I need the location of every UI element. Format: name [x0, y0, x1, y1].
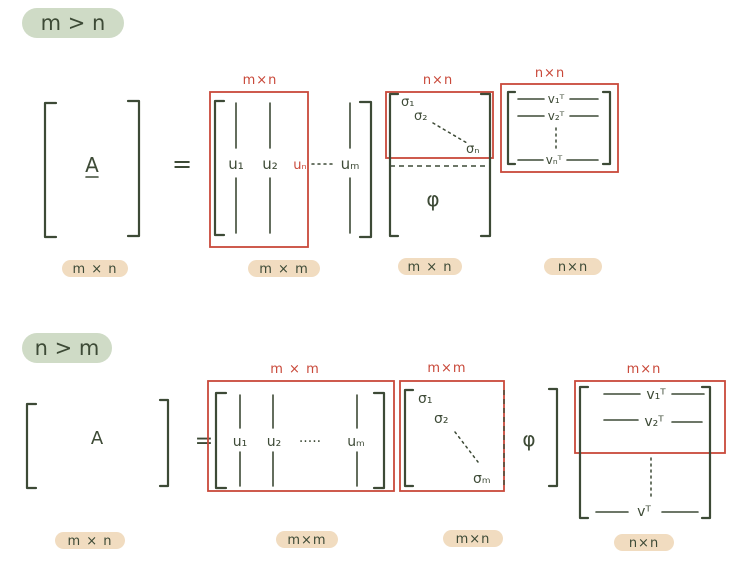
case2-u-col-m: uₘ — [347, 434, 365, 450]
case1-matrix-u: m×n u₁ u₂ uₙ uₘ — [209, 73, 373, 248]
case1-vt-redbox — [500, 83, 619, 173]
case2-dim-pill-u — [276, 531, 338, 548]
case1-sigma-redbox — [385, 91, 494, 159]
case1-u-redbox — [209, 91, 309, 248]
case2-equals: = — [195, 429, 213, 454]
case1-heading-pill — [22, 8, 124, 38]
case2-vt-box-label: m×n — [627, 362, 662, 377]
case1-dim-pill-sigma — [398, 258, 462, 275]
case2-matrix-sigma: m×m σ₁ σ₂ σₘ φ — [399, 361, 559, 492]
case2-dim-vt: n×n — [629, 536, 659, 551]
case2-matrix-a: A — [25, 398, 170, 490]
case2-dim-sigma: m×n — [456, 532, 491, 547]
case1-sigma-box-label: n×n — [423, 73, 453, 88]
case1-matrix-vt: n×n v₁ᵀ v₂ᵀ vₙᵀ — [500, 66, 619, 173]
case1-dim-u: m × m — [259, 262, 308, 277]
case2-vt-row-1: v₁ᵀ — [646, 387, 666, 403]
case1-a-label: A — [85, 153, 99, 177]
case1-section: m > n A = m×n u₁ u₂ uₙ uₘ — [22, 8, 619, 277]
case1-vt-row-2: v₂ᵀ — [548, 109, 565, 123]
case1-u-box-label: m×n — [243, 73, 278, 88]
case2-sigma-m: σₘ — [473, 471, 491, 487]
case1-heading: m > n — [41, 11, 106, 35]
case2-u-box-label: m × m — [270, 362, 319, 377]
case1-dim-pill-u — [248, 260, 320, 277]
case2-dim-pill-sigma — [443, 530, 503, 547]
case2-matrix-vt: m×n v₁ᵀ v₂ᵀ vᵀ — [574, 362, 726, 520]
case2-heading-pill — [22, 333, 112, 363]
case1-dimension-tags: m × n m × m m × n n×n — [62, 258, 602, 277]
case1-dim-sigma: m × n — [407, 260, 452, 275]
case2-heading: n > m — [35, 336, 100, 360]
case1-vt-box-label: n×n — [535, 66, 565, 81]
case2-dimension-tags: m × n m×m m×n n×n — [55, 530, 674, 551]
case1-u-col-n: uₙ — [293, 158, 306, 173]
case1-u-col-1: u₁ — [228, 155, 244, 173]
case1-vt-row-1: v₁ᵀ — [548, 92, 565, 106]
case1-sigma-n: σₙ — [466, 142, 479, 157]
case2-dim-u: m×m — [287, 533, 326, 548]
case1-sigma-2: σ₂ — [414, 109, 427, 124]
case1-dim-pill-vt — [544, 258, 602, 275]
case2-vt-redbox — [574, 380, 726, 454]
case2-u-ellipsis: ····· — [299, 434, 321, 450]
case1-matrix-sigma: n×n σ₁ σ₂ σₙ φ — [385, 73, 494, 238]
case1-dim-pill-a — [62, 260, 128, 277]
case2-section: n > m A = m × m u₁ u₂ ····· uₘ m× — [22, 333, 726, 551]
case2-vt-row-n: vᵀ — [637, 504, 651, 520]
case2-matrix-u: m × m u₁ u₂ ····· uₘ — [207, 362, 395, 492]
case1-matrix-a: A — [43, 99, 141, 239]
case2-zero-block: φ — [522, 427, 535, 451]
case1-dim-vt: n×n — [558, 260, 588, 275]
case2-sigma-2: σ₂ — [434, 411, 449, 427]
case2-dim-a: m × n — [67, 534, 112, 549]
case1-vt-row-n: vₙᵀ — [546, 153, 563, 167]
case2-a-label: A — [91, 428, 104, 449]
case2-u-col-2: u₂ — [267, 434, 282, 450]
case1-dim-a: m × n — [72, 262, 117, 277]
case1-u-col-2: u₂ — [262, 155, 278, 173]
case1-zero-block: φ — [426, 187, 439, 211]
case2-vt-row-2: v₂ᵀ — [644, 414, 664, 430]
case1-equals: = — [172, 150, 192, 178]
case2-dim-pill-vt — [614, 534, 674, 551]
case2-u-redbox — [207, 380, 395, 492]
case1-sigma-1: σ₁ — [401, 95, 414, 110]
case2-sigma-box-label: m×m — [427, 361, 466, 376]
case2-dim-pill-a — [55, 532, 125, 549]
case1-u-col-m: uₘ — [341, 155, 360, 173]
case2-sigma-1: σ₁ — [418, 391, 433, 407]
case2-u-col-1: u₁ — [233, 434, 248, 450]
